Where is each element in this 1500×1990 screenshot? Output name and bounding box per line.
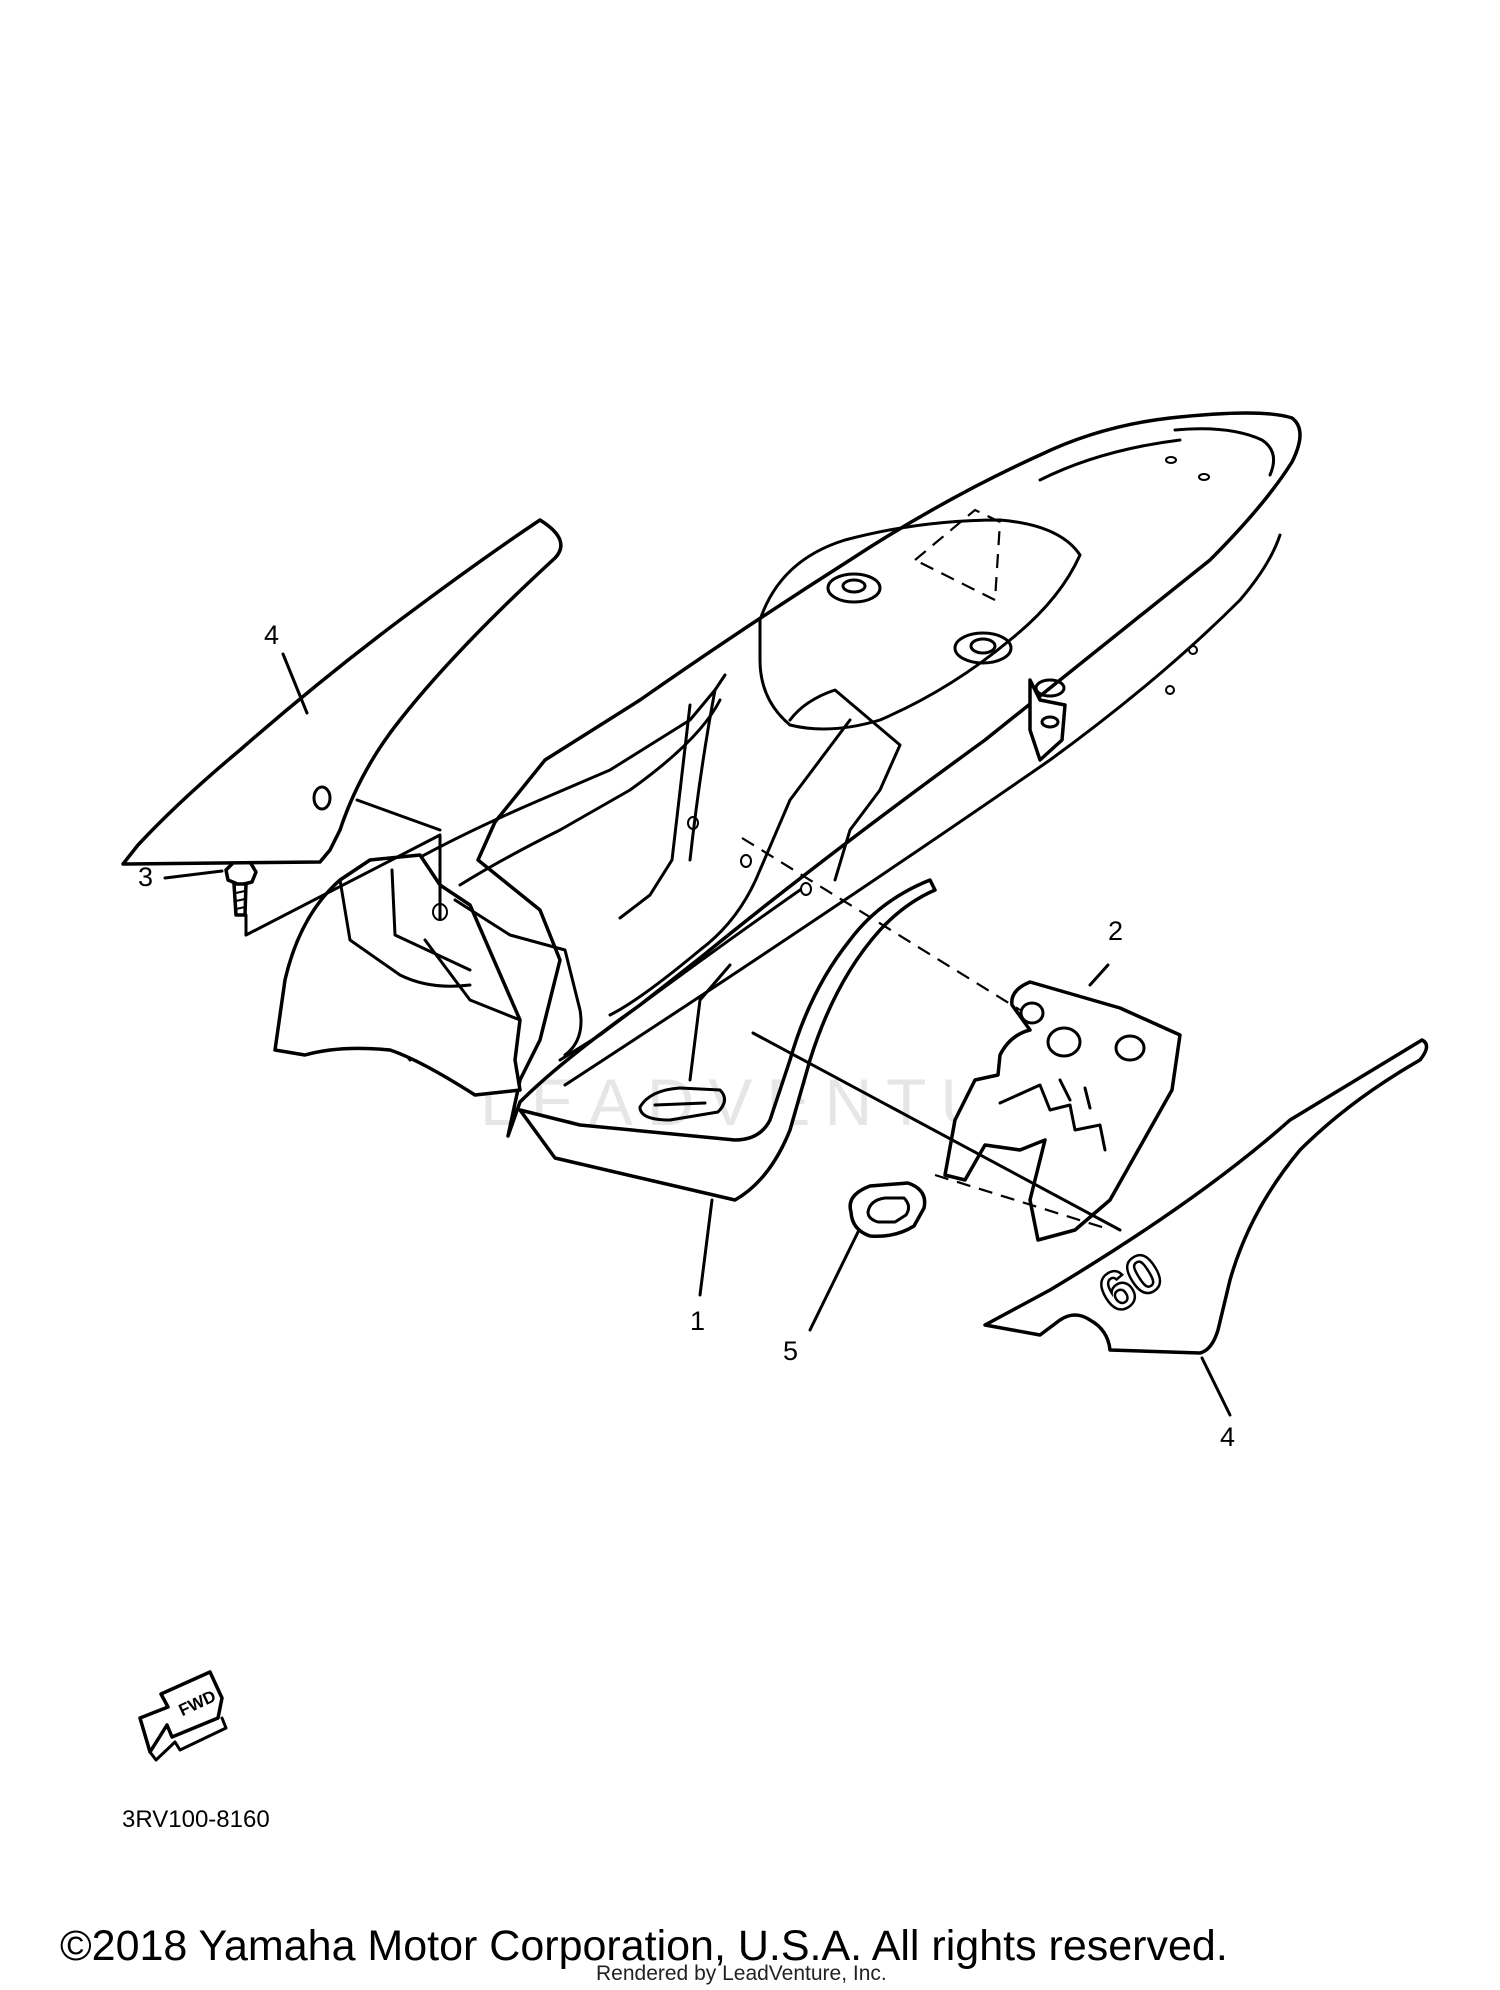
callout-label: 2: [1108, 916, 1123, 946]
callout-1: 1: [690, 1198, 714, 1336]
part-3-bolt: [224, 858, 258, 917]
rendered-by-text: Rendered by LeadVenture, Inc.: [596, 1962, 887, 1985]
part-5-grommet: [848, 1181, 927, 1239]
part-4-decal-left: [121, 518, 563, 866]
callout-5: 5: [783, 1230, 860, 1366]
callout-label: 5: [783, 1336, 798, 1366]
callout-4-left: 4: [264, 620, 309, 715]
fwd-arrow-icon: FWD: [138, 1670, 228, 1762]
callout-3: 3: [138, 862, 224, 892]
callout-label: 1: [690, 1306, 705, 1336]
diagram-code: 3RV100-8160: [122, 1806, 270, 1833]
copyright-text: ©2018 Yamaha Motor Corporation, U.S.A. A…: [60, 1922, 1228, 1970]
callout-label: 4: [1220, 1422, 1235, 1452]
assembly-lines: [244, 798, 1122, 1232]
callout-2: 2: [1088, 916, 1123, 987]
callout-label: 4: [264, 620, 279, 650]
part-1-rear-fender: [273, 411, 1302, 1202]
callout-label: 3: [138, 862, 153, 892]
callout-4-right: 4: [1200, 1356, 1235, 1452]
part-2-bracket: [943, 980, 1182, 1242]
